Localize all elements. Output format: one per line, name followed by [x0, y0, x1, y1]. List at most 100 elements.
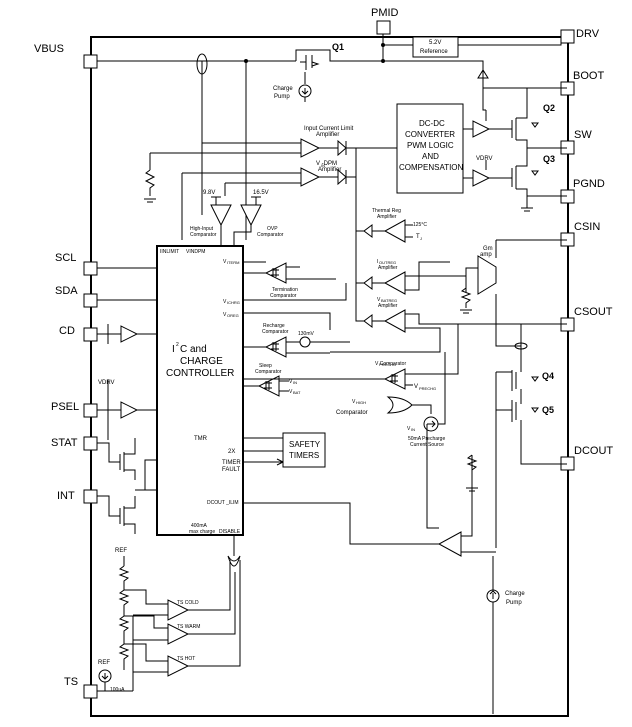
right-pins — [560, 29, 575, 471]
hv-comparators — [210, 196, 262, 245]
vin-s-sub: IN — [293, 380, 297, 385]
vprechg-sub: PRECHG — [419, 386, 436, 391]
recharge-1: Recharge — [263, 323, 285, 329]
thermal-1: Thermal Reg — [372, 208, 401, 214]
vbatreg-2: Amplifier — [378, 303, 398, 309]
high-input-1: High-Input — [190, 226, 214, 232]
dcdc-line1: DC-DC — [419, 119, 445, 128]
voreg-label: V — [223, 312, 227, 318]
vprechg-comp: V Comparator — [375, 361, 406, 367]
controller-line1: I — [172, 344, 175, 355]
input-amplifiers — [149, 81, 397, 240]
resistor — [144, 169, 156, 196]
high-input-2: Comparator — [190, 232, 217, 238]
safety-2: TIMERS — [289, 451, 319, 460]
pin-int[interactable] — [83, 489, 98, 504]
ts-hot: TS HOT — [177, 656, 195, 662]
vin-src-sub: IN — [411, 427, 415, 432]
ref52-line1: 5.2V — [429, 40, 441, 46]
vindpm-sub: IN — [321, 163, 325, 168]
vbat-s: V — [289, 389, 293, 395]
dcdc-line5: COMPENSATION — [399, 163, 464, 172]
max400-2: max charge — [189, 529, 215, 535]
junction — [244, 59, 248, 63]
vhigh-sub: HIGH — [356, 400, 366, 405]
pin-label-scl: SCL — [55, 252, 76, 264]
termination-2: Comparator — [270, 293, 297, 299]
vichrg-label: V — [223, 299, 227, 305]
ground-symbol — [144, 198, 156, 203]
pin-label-pgnd: PGND — [573, 178, 605, 190]
iout-amp-1: I — [377, 259, 378, 265]
charge-pump-b-1: Charge — [505, 591, 525, 597]
pin-label-dcout: DCOUT — [574, 445, 613, 457]
voreg-sub: OREG — [227, 313, 239, 318]
gm-2: amp — [480, 252, 492, 258]
ref-bot: REF — [98, 660, 110, 666]
pin-label-boot: BOOT — [573, 70, 604, 82]
pin-drv[interactable] — [560, 29, 575, 44]
pin-label-drv: DRV — [576, 28, 600, 40]
q3-label: Q3 — [543, 154, 555, 164]
pin-label-csout: CSOUT — [574, 306, 613, 318]
pin-ts[interactable] — [83, 684, 98, 699]
dcdc-line2: CONVERTER — [405, 130, 455, 139]
safety-timers-box — [282, 432, 326, 468]
ref-top: REF — [115, 548, 127, 554]
vprechg-comp-sub: PRECHG — [379, 362, 396, 367]
termination-1: Termination — [272, 287, 298, 293]
vhigh-2: Comparator — [336, 410, 368, 416]
pin-label-stat: STAT — [51, 437, 78, 449]
ua100: 100uA — [110, 687, 125, 693]
ts-cold: TS COLD — [177, 600, 199, 606]
recharge-2: Comparator — [262, 329, 289, 335]
charge-controller-box — [156, 245, 244, 536]
vindpm-label-1: V -DPM — [316, 161, 337, 167]
x2-label: 2X — [228, 449, 235, 455]
pin-stat[interactable] — [83, 436, 98, 451]
max400-1: 400mA — [191, 523, 208, 529]
or-gate — [386, 396, 413, 414]
pin-label-vbus: VBUS — [34, 43, 64, 55]
pin-vbus[interactable] — [83, 54, 98, 69]
ovp-2: Comparator — [257, 232, 284, 238]
iout-amp-sub: OUTREG — [379, 260, 396, 265]
q4-label: Q4 — [542, 371, 554, 381]
dcdc-line4: AND — [422, 152, 439, 161]
viterm-label: V — [223, 259, 227, 265]
ovp-1: OVP — [267, 226, 278, 232]
resistor — [460, 287, 472, 308]
ts-warm: TS WARM — [177, 624, 200, 630]
vbatreg-1: V — [377, 297, 381, 303]
vbatreg-sub: BATREG — [381, 298, 397, 303]
v98-label: 9.8V — [203, 190, 215, 196]
junction — [381, 43, 385, 47]
dcout-ilim-comparator — [437, 531, 462, 557]
regulation-amplifiers — [330, 177, 567, 353]
ts-or-gate — [227, 555, 241, 567]
icl-label-2: Amplifier — [316, 132, 339, 138]
recharge-offset-source — [299, 336, 311, 348]
pin-scl[interactable] — [83, 261, 98, 276]
pin-label-sw: SW — [574, 129, 592, 141]
dcdc-line3: PWM LOGIC — [407, 141, 454, 150]
mv130-label: 130mV — [298, 331, 315, 337]
pin-sda[interactable] — [83, 293, 98, 308]
chip-outline — [90, 36, 569, 717]
pin-label-csin: CSIN — [574, 221, 600, 233]
charge-pump-b-2: Pump — [506, 600, 522, 606]
v165-label: 16.5V — [253, 190, 269, 196]
disable-label: DISABLE — [219, 529, 241, 535]
vbat-s-sub: BAT — [293, 390, 301, 395]
gm-1: Gm — [483, 246, 493, 252]
vichrg-sub: ICHRG — [227, 300, 240, 305]
svg-text:2: 2 — [176, 342, 179, 348]
dcout-ilim-label: DCOUT _ILIM — [207, 500, 239, 506]
pin-cd[interactable] — [83, 327, 98, 342]
sleep-2: Comparator — [255, 369, 282, 375]
pin-pmid[interactable] — [376, 20, 391, 35]
iout-amp-2: Amplifier — [378, 265, 398, 271]
q2-label: Q2 — [543, 103, 555, 113]
pin-label-cd: CD — [59, 325, 75, 337]
pin-psel[interactable] — [83, 403, 98, 418]
